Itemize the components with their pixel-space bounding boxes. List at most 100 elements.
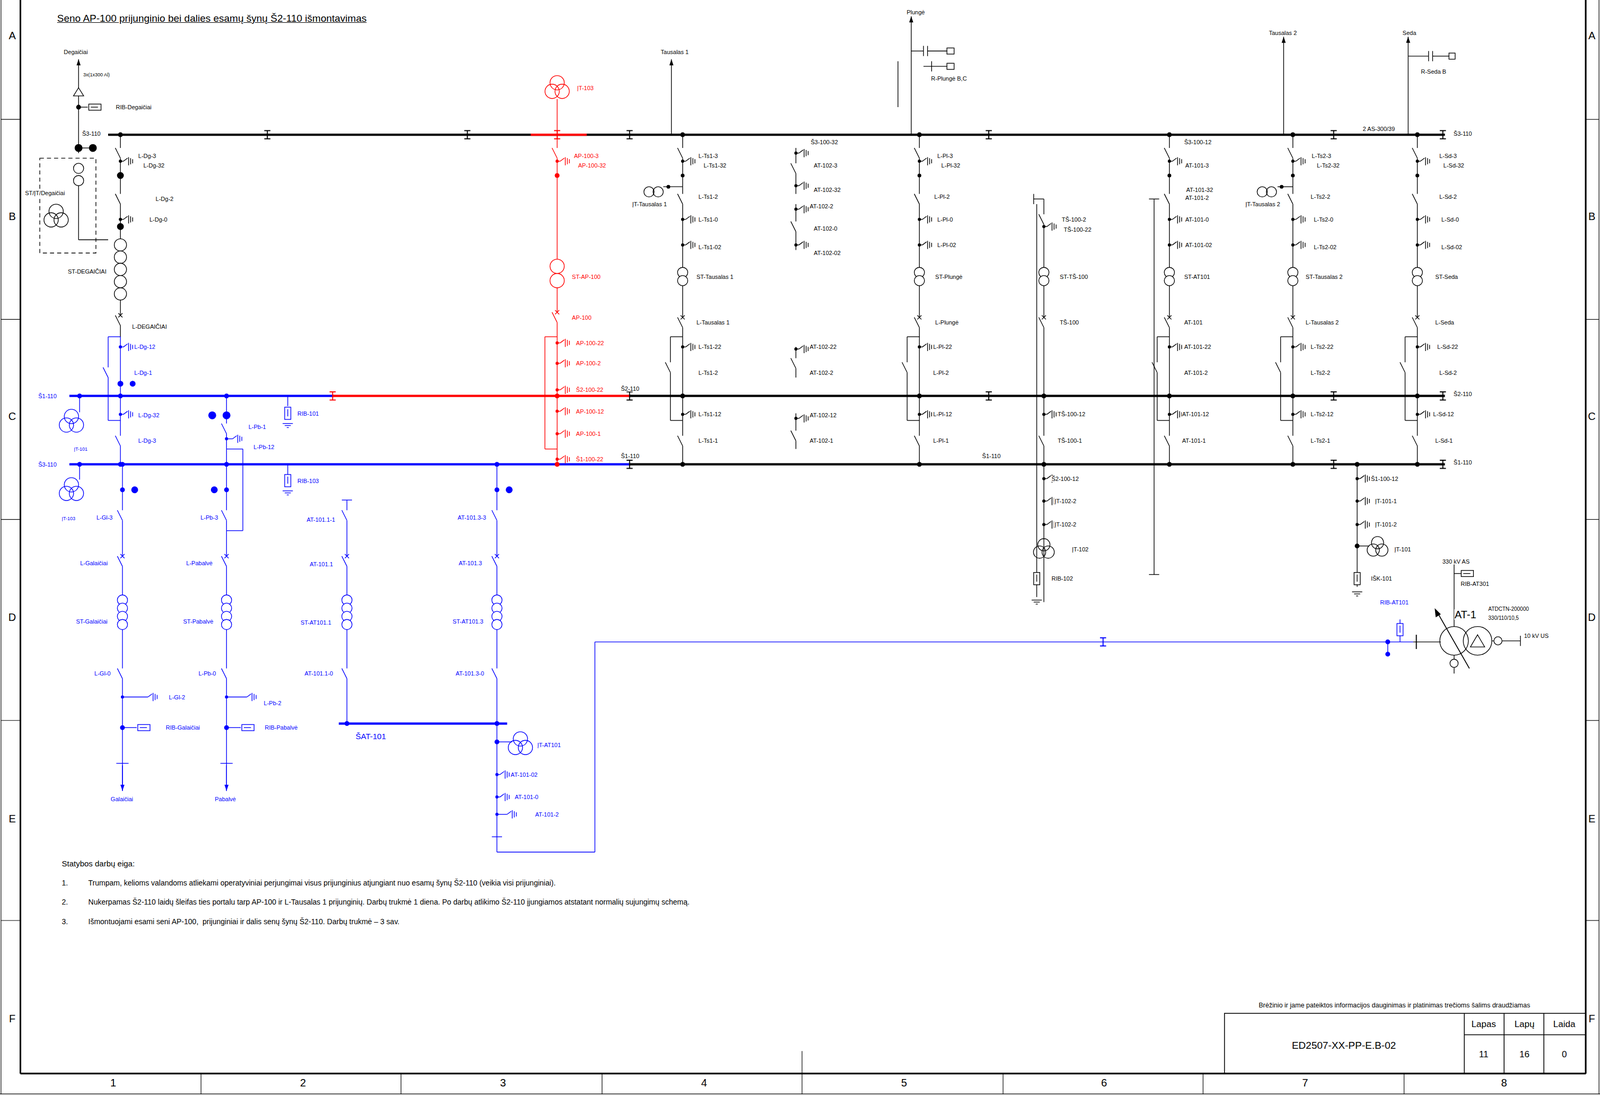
delta-symbol — [1470, 634, 1485, 647]
earth-switch-blade — [560, 386, 565, 390]
wire — [805, 415, 807, 422]
wire — [929, 157, 930, 165]
wire — [1302, 216, 1304, 223]
junction-dot — [1416, 345, 1419, 349]
label-text: L-Ts2-3 — [1311, 153, 1332, 160]
label-text: L-Pl-3 — [936, 153, 954, 160]
earth-switch-blade — [147, 693, 153, 698]
wire — [1427, 216, 1428, 223]
disconnector-symbol — [790, 358, 797, 369]
wire — [1304, 242, 1306, 248]
wire — [226, 530, 243, 531]
label-text: 6 — [1100, 1077, 1108, 1088]
wire — [671, 59, 672, 135]
wire — [803, 414, 805, 423]
label-text: AT-101.1-1 — [305, 516, 336, 523]
label-text: AT-101.3 — [458, 560, 483, 567]
earth-switch-blade — [798, 206, 804, 210]
label-text: L-Pb-12 — [252, 444, 275, 451]
label-text: ĮT-AT101 — [536, 742, 561, 749]
label-text: L-Ts2-12 — [1310, 411, 1334, 418]
wire — [251, 692, 253, 701]
wire — [594, 642, 595, 852]
junction-dot — [1167, 132, 1172, 137]
junction-dot — [681, 345, 684, 349]
junction-dot — [223, 411, 231, 419]
label-text: L-Ts2-0 — [1313, 216, 1334, 223]
wire — [1585, 919, 1599, 921]
label-text: 3x(1x300 Al) — [82, 72, 111, 77]
wire — [988, 130, 990, 139]
junction-dot — [131, 486, 138, 494]
label-text: B — [7, 211, 16, 222]
label-text: L-Pb-0 — [197, 670, 217, 677]
wire — [1439, 467, 1447, 469]
label-text: Brėžinio ir jame pateiktos informacijos … — [1258, 1001, 1531, 1009]
junction-dot — [1415, 393, 1420, 399]
label-text: Š3-110 — [37, 461, 58, 468]
disconnector-symbol — [914, 194, 920, 205]
arrow-head — [909, 16, 914, 23]
wire — [594, 641, 1414, 643]
wire — [906, 336, 908, 421]
wire — [1368, 498, 1370, 504]
wire — [1202, 1073, 1204, 1094]
label-text: AT-102-0 — [813, 225, 838, 232]
junction-dot — [1041, 462, 1046, 467]
wire — [1368, 522, 1370, 527]
breaker-mark — [1415, 315, 1420, 320]
junction-dot — [794, 347, 798, 351]
current-transformer — [114, 250, 127, 263]
wire — [78, 106, 88, 108]
label-text: RIB-Pabalvė — [264, 724, 299, 731]
disconnector-symbol — [102, 367, 109, 378]
wire — [1463, 573, 1471, 574]
label-text: Š2-110 — [1453, 390, 1473, 397]
current-transformer — [677, 275, 688, 286]
label-text: Lapų — [1514, 1018, 1536, 1028]
label-text: Tausalas 2 — [1268, 29, 1298, 36]
wire — [1366, 475, 1368, 482]
wire — [287, 396, 288, 407]
label-text: Pabalvė — [214, 796, 237, 803]
wire — [132, 345, 134, 350]
wire — [504, 792, 506, 801]
label-text: ST-Seda — [1434, 273, 1459, 280]
wire — [801, 1073, 803, 1094]
junction-dot — [117, 223, 124, 230]
current-transformer — [114, 275, 127, 288]
voltage-transformer — [1042, 546, 1055, 559]
label-text: Plungė — [906, 9, 926, 16]
breaker-mark — [1041, 315, 1046, 320]
wire — [266, 130, 268, 139]
disconnector-symbol — [491, 556, 498, 567]
current-transformer — [1412, 275, 1423, 286]
earth-switch-blade — [685, 241, 690, 245]
junction-dot — [119, 160, 122, 163]
label-text: AT-101-0 — [1184, 216, 1210, 223]
wire — [242, 449, 243, 531]
label-text: B — [1587, 211, 1596, 222]
label-text: Tausalas 1 — [660, 49, 690, 56]
junction-dot — [1291, 173, 1295, 178]
wire — [1304, 412, 1306, 417]
voltage-transformer — [1371, 536, 1384, 549]
wire — [1598, 0, 1599, 1094]
junction-dot — [917, 393, 922, 399]
wire — [566, 359, 568, 367]
wire — [910, 16, 912, 135]
junction-dot — [555, 462, 560, 467]
wire — [1051, 496, 1053, 505]
label-text: Š2-100-22 — [575, 387, 604, 393]
wire — [1439, 459, 1447, 461]
wire — [566, 430, 568, 437]
wire — [78, 396, 80, 413]
label-text: AT-101.3-0 — [454, 670, 485, 677]
wire — [132, 412, 134, 417]
wire — [565, 385, 566, 394]
wire — [1330, 399, 1338, 401]
wire — [69, 394, 333, 398]
wire — [1330, 138, 1338, 140]
junction-dot — [129, 381, 136, 387]
disconnector-symbol — [115, 315, 121, 326]
